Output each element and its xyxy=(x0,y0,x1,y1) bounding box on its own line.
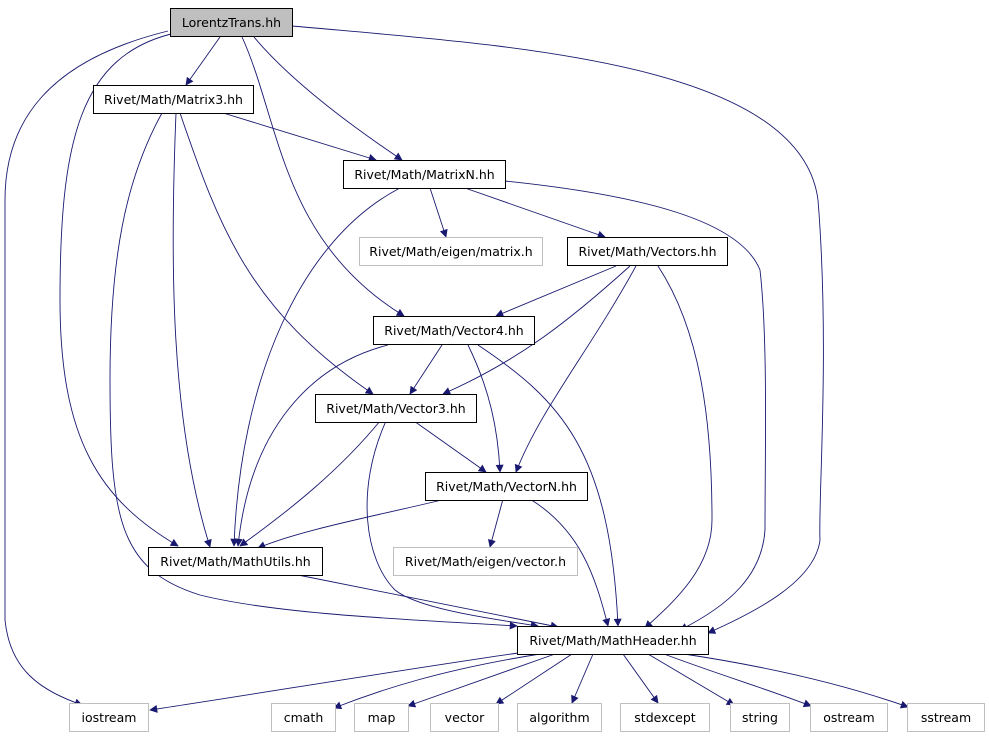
node-label: Rivet/Math/MatrixN.hh xyxy=(354,167,494,182)
dependency-nodes: LorentzTrans.hh Rivet/Math/Matrix3.hh Ri… xyxy=(69,8,985,732)
node-lorentztrans[interactable]: LorentzTrans.hh xyxy=(170,8,293,37)
edge-matrix3-mathutils xyxy=(172,112,212,548)
node-mathheader[interactable]: Rivet/Math/MathHeader.hh xyxy=(517,626,709,655)
node-label: Rivet/Math/Vector3.hh xyxy=(326,401,465,416)
node-label: string xyxy=(742,710,778,725)
edge-lorentztrans-iostream xyxy=(4,30,169,707)
node-label: Rivet/Math/Matrix3.hh xyxy=(104,92,243,107)
node-stdexcept[interactable]: stdexcept xyxy=(620,703,710,732)
node-label: Rivet/Math/Vector4.hh xyxy=(384,323,523,338)
edge-vectors-vector4 xyxy=(495,265,617,317)
edge-vector3-mathutils xyxy=(239,420,381,547)
node-sstream[interactable]: sstream xyxy=(907,703,985,732)
node-ostream[interactable]: ostream xyxy=(810,703,888,732)
edge-lorentztrans-vector4 xyxy=(241,36,405,317)
edge-matrix3-mathheader xyxy=(109,112,518,630)
edge-vector4-mathutils xyxy=(234,344,389,547)
edge-mathutils-mathheader xyxy=(297,574,559,630)
node-label: algorithm xyxy=(529,710,589,725)
node-vector4[interactable]: Rivet/Math/Vector4.hh xyxy=(373,316,535,345)
node-label: Rivet/Math/eigen/vector.h xyxy=(405,554,566,569)
node-iostream[interactable]: iostream xyxy=(69,703,149,732)
edge-vectorn-mathutils xyxy=(257,498,447,549)
edge-lorentztrans-mathheader xyxy=(291,25,824,634)
edge-vector4-vectorn xyxy=(467,344,504,473)
node-label: LorentzTrans.hh xyxy=(182,15,281,30)
node-eigen-matrix[interactable]: Rivet/Math/eigen/matrix.h xyxy=(359,237,543,266)
edge-matrixn-vectors xyxy=(464,187,606,239)
edge-mathheader-string xyxy=(647,653,735,706)
node-label: cmath xyxy=(284,710,324,725)
edge-matrixn-mathutils xyxy=(230,187,401,547)
edge-vectorn-eigen-vector xyxy=(488,498,504,548)
edge-vector3-mathheader xyxy=(366,420,539,629)
edge-vector3-vectorn xyxy=(413,420,487,473)
edge-lorentztrans-matrixn xyxy=(253,36,403,161)
node-label: vector xyxy=(445,710,486,725)
node-vector[interactable]: vector xyxy=(430,703,499,732)
node-map[interactable]: map xyxy=(354,703,409,732)
node-string[interactable]: string xyxy=(730,703,790,732)
edge-mathheader-cmath xyxy=(333,653,541,710)
node-cmath[interactable]: cmath xyxy=(271,703,336,732)
node-eigen-vector[interactable]: Rivet/Math/eigen/vector.h xyxy=(393,547,578,576)
edge-mathheader-ostream xyxy=(663,653,812,708)
node-vector3[interactable]: Rivet/Math/Vector3.hh xyxy=(315,394,477,423)
edge-mathheader-map xyxy=(407,653,556,708)
node-label: sstream xyxy=(921,710,971,725)
edge-matrix3-vector3 xyxy=(179,112,374,395)
edge-vectors-vector3 xyxy=(442,265,631,395)
node-label: iostream xyxy=(82,710,137,725)
node-matrix3[interactable]: Rivet/Math/Matrix3.hh xyxy=(93,85,254,114)
edge-lorentztrans-matrix3 xyxy=(185,36,221,86)
edge-matrix3-matrixn xyxy=(219,111,377,162)
edge-vectors-mathheader xyxy=(644,265,713,629)
edge-vector4-mathheader xyxy=(477,344,622,627)
node-matrixn[interactable]: Rivet/Math/MatrixN.hh xyxy=(343,160,506,189)
node-mathutils[interactable]: Rivet/Math/MathUtils.hh xyxy=(148,547,323,576)
node-vectors[interactable]: Rivet/Math/Vectors.hh xyxy=(567,237,728,266)
node-label: Rivet/Math/VectorN.hh xyxy=(436,479,577,494)
edge-mathheader-algorithm xyxy=(571,653,594,704)
edge-vectors-vectorn xyxy=(514,265,637,473)
node-algorithm[interactable]: algorithm xyxy=(517,703,602,732)
node-label: Rivet/Math/Vectors.hh xyxy=(578,244,716,259)
edge-matrixn-eigen-matrix xyxy=(429,187,448,238)
edge-vectorn-mathheader xyxy=(529,498,611,627)
edge-mathheader-iostream xyxy=(149,652,519,713)
edge-lorentztrans-mathutils xyxy=(59,32,179,547)
node-label: Rivet/Math/MathUtils.hh xyxy=(160,554,310,569)
node-label: stdexcept xyxy=(634,710,695,725)
node-vectorn[interactable]: Rivet/Math/VectorN.hh xyxy=(425,472,588,501)
node-label: Rivet/Math/MathHeader.hh xyxy=(529,633,696,648)
dependency-edges xyxy=(4,25,909,713)
edge-mathheader-sstream xyxy=(683,653,909,709)
edge-mathheader-stdexcept xyxy=(622,653,659,704)
node-label: map xyxy=(368,710,396,725)
node-label: ostream xyxy=(823,710,874,725)
edge-mathheader-vector xyxy=(495,653,573,705)
node-label: Rivet/Math/eigen/matrix.h xyxy=(369,244,532,259)
edge-matrixn-mathheader xyxy=(504,180,766,631)
edge-vector4-vector3 xyxy=(409,344,443,395)
